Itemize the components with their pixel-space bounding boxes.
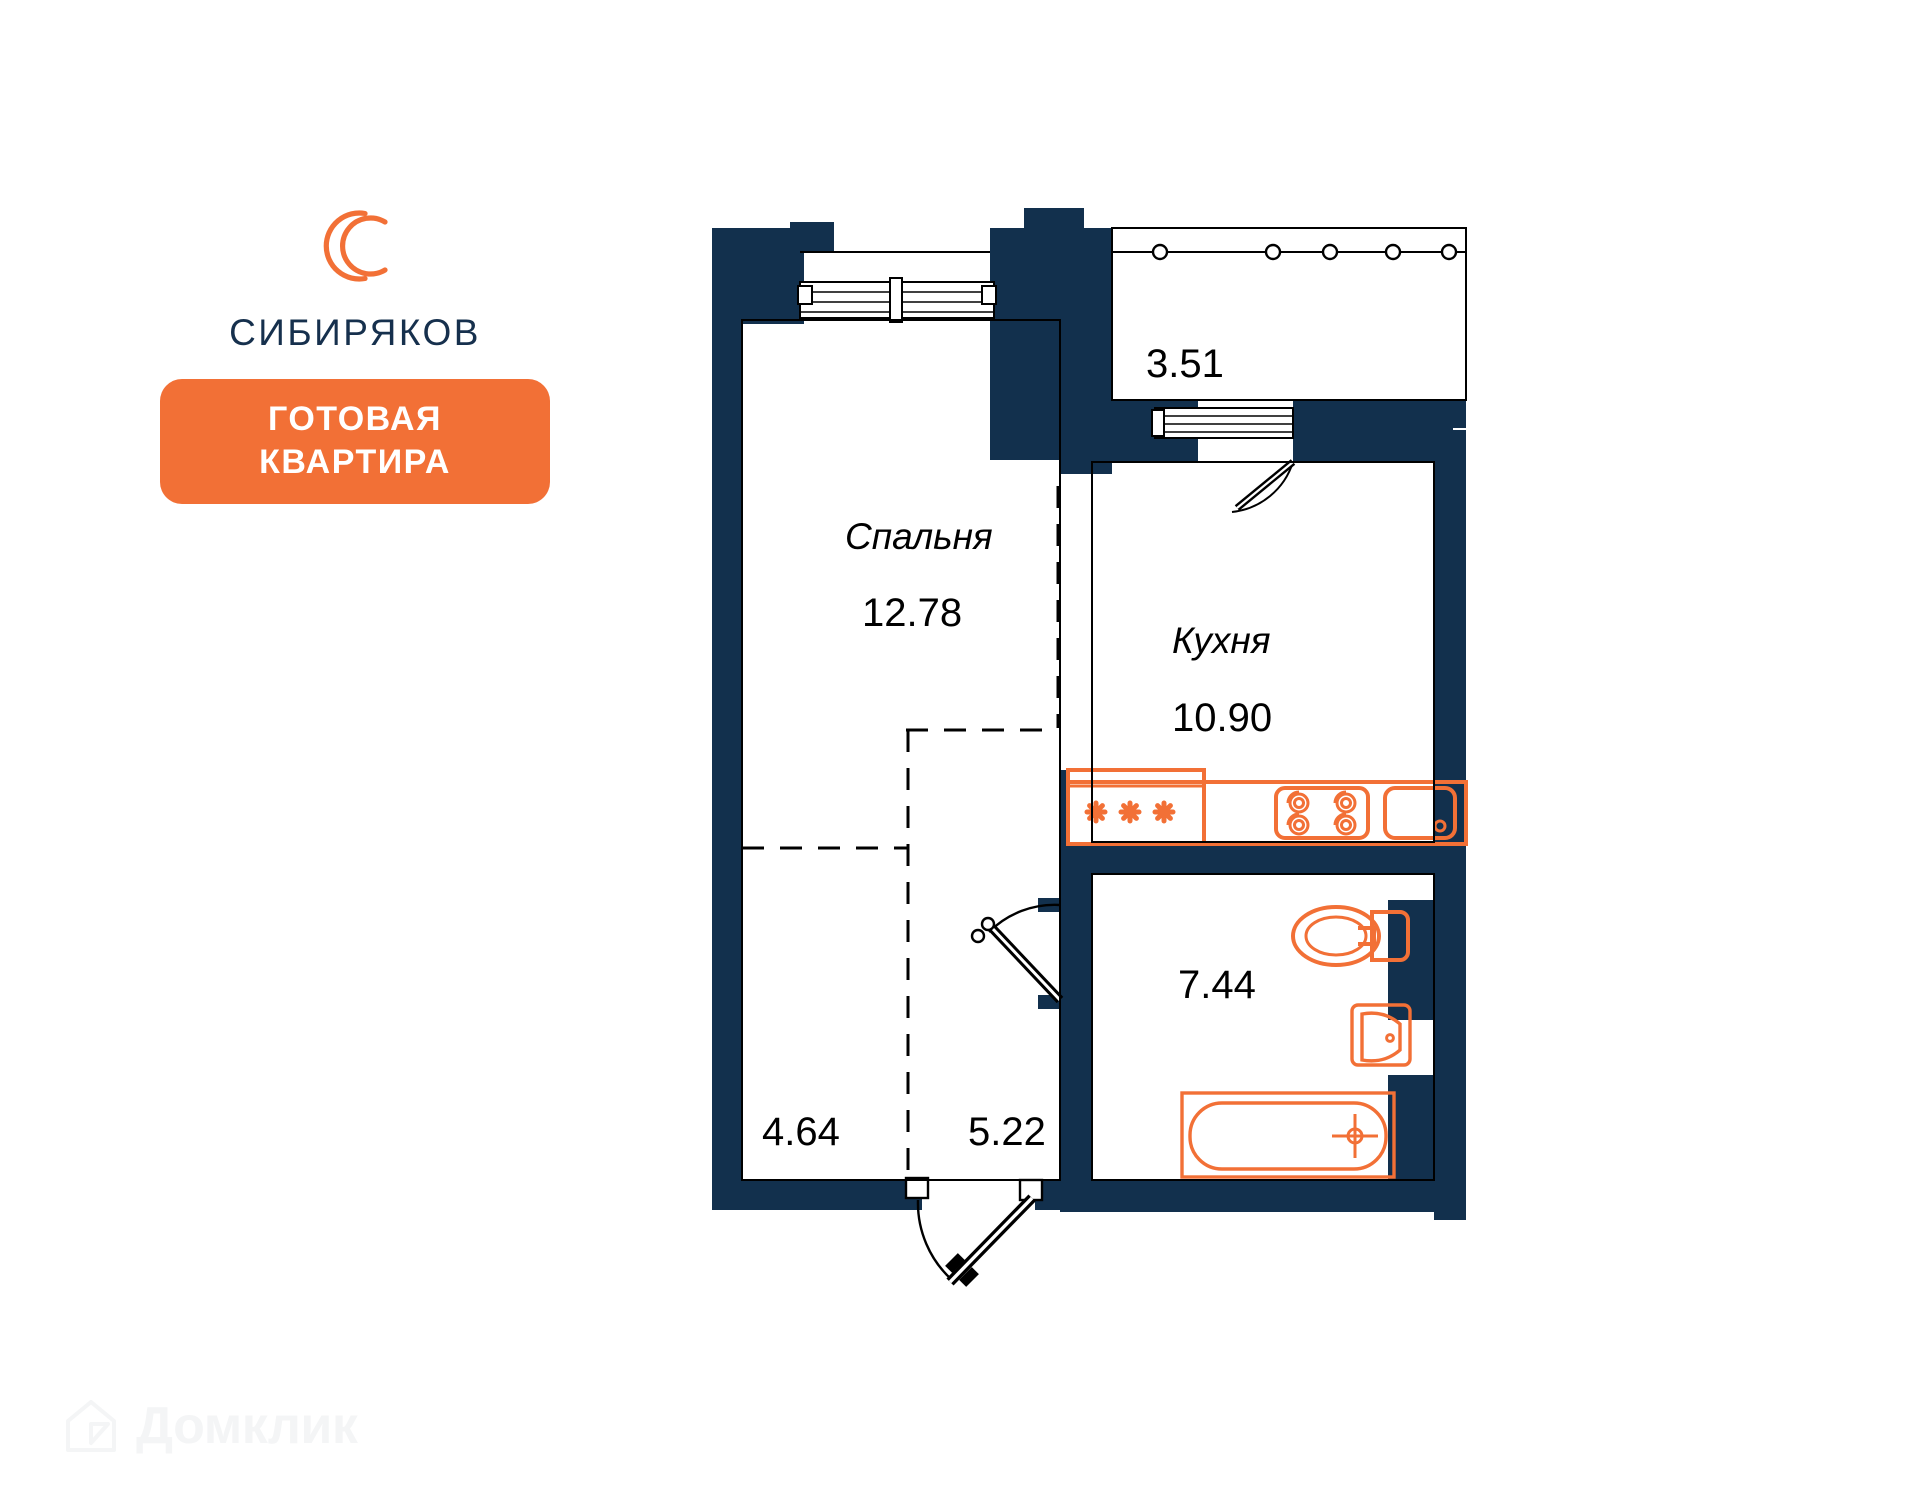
entrance-door xyxy=(904,1176,1044,1287)
washbasin-icon xyxy=(1350,1003,1412,1067)
badge-line-2: КВАРТИРА xyxy=(259,442,451,481)
stove-icon xyxy=(1274,786,1370,840)
toilet-icon xyxy=(1291,905,1410,967)
domclick-watermark-text: Домклик xyxy=(136,1397,358,1455)
wall-kitchen-bottom xyxy=(1060,842,1466,874)
bedroom-window xyxy=(797,251,997,323)
wall-bottom-left xyxy=(712,1180,922,1210)
railing-post xyxy=(1151,243,1169,261)
railing-post xyxy=(1384,243,1402,261)
wall-bath-right-lower xyxy=(1388,1075,1466,1185)
wall-balcony-door-right xyxy=(1293,400,1453,462)
room-area-kitchen: 10.90 xyxy=(1172,696,1273,740)
bathroom-door xyxy=(970,903,1064,1004)
badge-line-1: ГОТОВАЯ xyxy=(268,400,442,438)
wall-top-left-stub xyxy=(712,228,804,324)
domclick-house-icon xyxy=(66,1400,116,1452)
wall-top-left-nub xyxy=(790,222,834,252)
dimension-hall-right: 5.22 xyxy=(968,1110,1046,1154)
dimension-hall-left: 4.64 xyxy=(762,1110,840,1154)
railing-post xyxy=(1264,243,1282,261)
wall-bath-bottom xyxy=(1060,1180,1466,1212)
stove-burners xyxy=(1286,790,1357,836)
room-name-kitchen: Кухня xyxy=(1172,620,1271,661)
brand-name: СИБИРЯКОВ xyxy=(229,312,481,353)
refrigerator-icon xyxy=(1066,768,1206,846)
domclick-watermark: Домклик xyxy=(60,1395,358,1457)
dimension-balcony-area: 3.51 xyxy=(1146,342,1224,386)
balcony-door-swing-arc xyxy=(1231,461,1294,513)
railing-post xyxy=(1440,243,1458,261)
room-name-bedroom: Спальня xyxy=(845,516,993,557)
kitchen-sink-icon xyxy=(1383,786,1457,840)
dimension-bathroom-area: 7.44 xyxy=(1178,963,1256,1007)
entrance-door-arc xyxy=(916,1199,953,1281)
bathtub-icon xyxy=(1180,1091,1396,1179)
bathtub-drain xyxy=(1332,1114,1378,1158)
interior-outlines xyxy=(741,319,1435,1181)
ready-apartment-badge[interactable]: ГОТОВАЯ КВАРТИРА xyxy=(160,379,550,504)
balcony-door xyxy=(1151,407,1296,513)
brand-block: СИБИРЯКОВ ГОТОВАЯ КВАРТИРА xyxy=(160,200,550,504)
dashed-partitions xyxy=(742,486,1060,1180)
railing-post xyxy=(1321,243,1339,261)
wall-left-outer xyxy=(712,228,742,1210)
kitchen-fixtures xyxy=(1066,768,1468,846)
balcony-group xyxy=(1111,227,1467,401)
balcony-floor xyxy=(1111,227,1467,401)
wall-kitchen-counter-edge xyxy=(1060,770,1068,844)
room-area-bedroom: 12.78 xyxy=(862,591,963,635)
sibiryakov-c-logo-icon xyxy=(323,210,388,282)
bathroom-fixtures xyxy=(1180,905,1412,1179)
wall-bedroom-kitchen-lower xyxy=(1060,842,1092,1212)
refrigerator-snowflakes xyxy=(1084,800,1176,824)
balcony-railing xyxy=(1151,243,1458,261)
